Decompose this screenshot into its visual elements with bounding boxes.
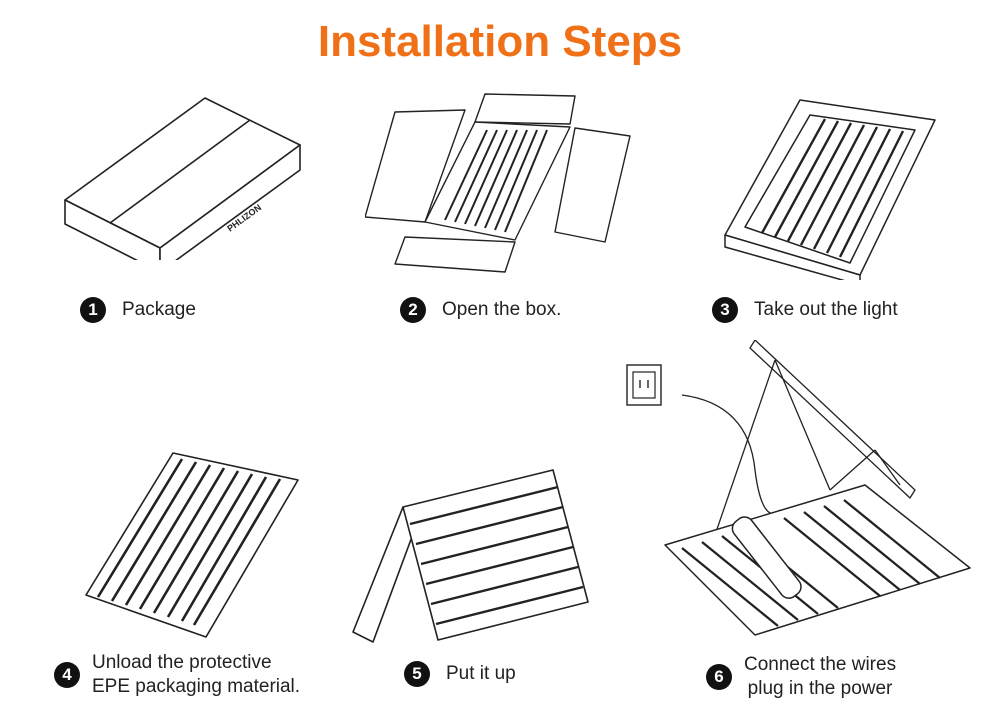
step-3: 3 Take out the light [712,297,898,323]
step-caption: Package [122,299,196,320]
step-4: 4 Unload the protective EPE packaging ma… [54,651,300,699]
step-caption: Unload the protective EPE packaging mate… [92,651,300,699]
step-caption: Take out the light [754,299,898,320]
step-caption-line1: Connect the wires [744,654,897,675]
step-caption: Open the box. [442,299,562,320]
power-outlet-icon [626,364,662,406]
hanging-light-icon [660,340,975,640]
step-caption: Connect the wires plug in the power [744,653,896,701]
step-number: 5 [404,661,430,687]
step-number: 2 [400,297,426,323]
light-panel-icon [78,445,308,645]
step-caption-line2: plug in the power [747,678,893,699]
step-caption: Put it up [446,663,516,684]
step-number: 6 [706,664,732,690]
page-title: Installation Steps [317,17,683,66]
step-6: 6 Connect the wires plug in the power [706,653,896,701]
light-in-tray-icon [720,95,945,280]
step-2: 2 Open the box. [400,297,561,323]
step-number: 3 [712,297,738,323]
step-caption-line2: EPE packaging material. [92,676,301,697]
step-caption-line1: Unload the protective [92,652,272,673]
step-number: 1 [80,297,106,323]
open-box-icon [365,92,635,277]
light-standing-icon [348,462,598,652]
box-icon: PHLIZON [55,90,310,260]
step-5: 5 Put it up [404,661,516,687]
step-number: 4 [54,662,80,688]
step-1: 1 Package [80,297,196,323]
